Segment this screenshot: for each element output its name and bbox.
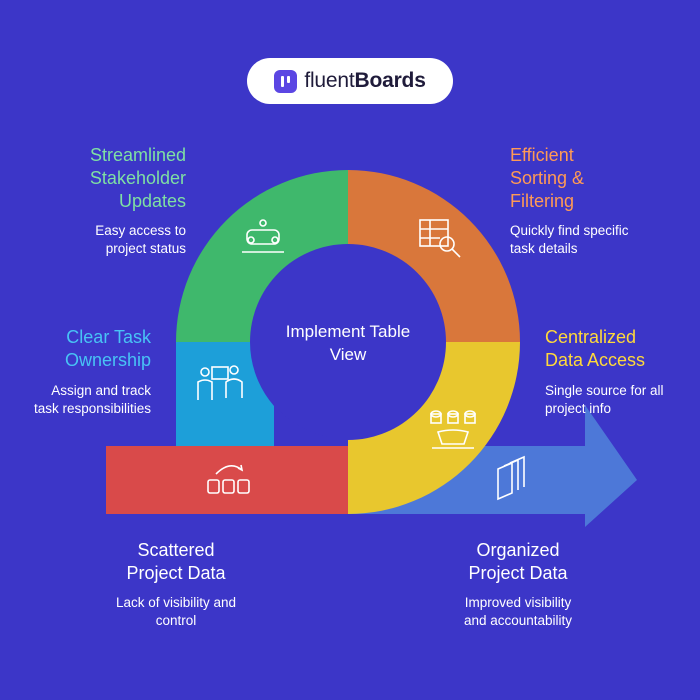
centralized-desc: Single source for all project info [545,383,664,416]
brand-name: fluentBoards [304,69,426,92]
stacked-pages-icon [497,455,525,501]
fluentboards-logo-icon [274,69,298,93]
stakeholder-desc: Easy access to project status [95,223,186,256]
ring-segment-ownership [176,342,274,446]
sorting-desc: Quickly find specific task details [510,223,629,256]
stakeholder-title: Streamlined Stakeholder Updates [89,145,186,211]
ownership-title: Clear Task Ownership [64,327,151,370]
start-desc: Lack of visibility and control [115,595,237,628]
ownership-desc: Assign and track task responsibilities [33,383,151,416]
ring-hole [251,245,445,439]
sorting-title: Efficient Sorting & Filtering [510,145,585,211]
database-stack-icon [430,410,476,449]
centralized-title: Centralized Data Access [545,327,646,370]
table-search-icon [419,219,461,258]
end-desc: Improved visibility and accountability [463,595,573,628]
meeting-table-icon [242,219,284,253]
start-title: Scattered Project Data [126,540,226,583]
ring-segment-stakeholder [176,170,348,342]
brand-logo: fluentBoards [247,58,453,104]
ring-segment-centralized [348,342,520,514]
ring-segment-sorting [348,170,520,342]
center-label: Implement Table View [285,322,411,364]
shuffle-boxes-icon [207,464,250,494]
two-people-board-icon [197,365,243,400]
end-title: Organized Project Data [468,540,568,583]
